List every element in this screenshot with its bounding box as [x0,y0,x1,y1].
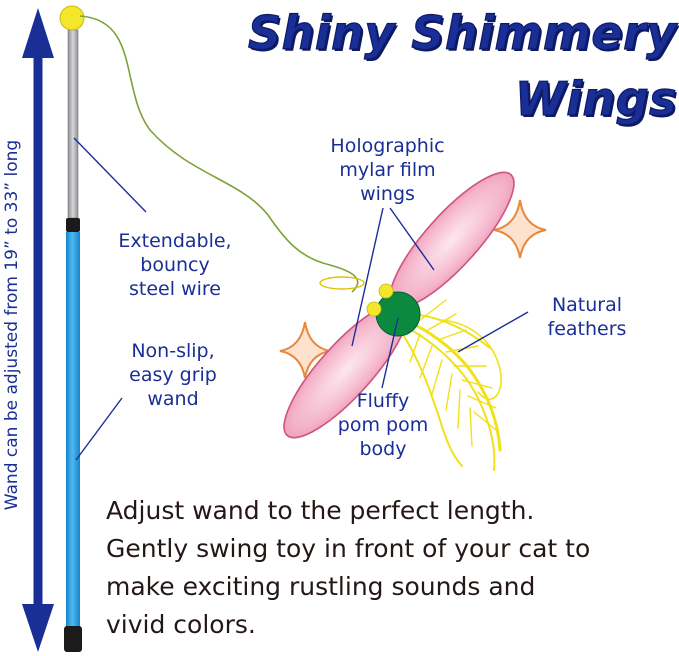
wand-grip [66,232,80,628]
callout-line: pom pom [337,414,429,436]
callout-line: Natural [551,294,623,316]
callout-line: wand [147,388,199,410]
callout-steel-wire: Extendable, bouncy steel wire [90,229,260,301]
sparkle-icon [493,199,547,259]
callout-feathers: Natural feathers [512,293,662,341]
callout-line: Non-slip, [131,340,215,362]
wand-joint [66,218,80,232]
callout-line: Holographic [330,135,445,157]
string-loop [319,276,365,290]
eye-icon [378,283,394,299]
callout-line: mylar film [339,159,436,181]
callout-leaders [73,137,529,461]
callout-line: steel wire [129,278,221,300]
instruction-line: make exciting rustling sounds and [106,572,536,601]
wand-end-cap [64,626,82,652]
callout-pom-pom-body: Fluffy pom pom body [318,389,448,461]
callout-line: Extendable, [118,230,232,252]
title-line-2: Wings [514,71,678,126]
pom-pom-body [319,276,421,337]
instruction-line: Gently swing toy in front of your cat to [106,534,591,563]
instruction-line: Adjust wand to the perfect length. [106,496,535,525]
callout-wings: Holographic mylar film wings [300,134,475,206]
eye-icon [366,301,382,317]
title-line-1: Shiny Shimmery [247,5,677,60]
callout-line: body [359,438,407,460]
length-arrow [22,8,54,652]
toy-string [79,15,359,293]
instruction-line: vivid colors. [106,610,256,639]
wand-tip-ball [59,5,85,31]
wand-length-caption: Wand can be adjusted from 19” to 33” lon… [2,139,22,511]
callout-line: Fluffy [356,390,410,412]
callout-line: feathers [547,318,627,340]
callout-line: easy grip [129,364,217,386]
natural-feathers [398,299,502,471]
sparkle-icon [279,321,331,379]
wand [59,5,85,652]
callout-grip-wand: Non-slip, easy grip wand [98,339,248,411]
callout-line: bouncy [140,254,210,276]
callout-line: wings [360,183,415,205]
steel-wire-rod [67,29,79,219]
instructions-text: Adjust wand to the perfect length. Gentl… [106,492,678,644]
